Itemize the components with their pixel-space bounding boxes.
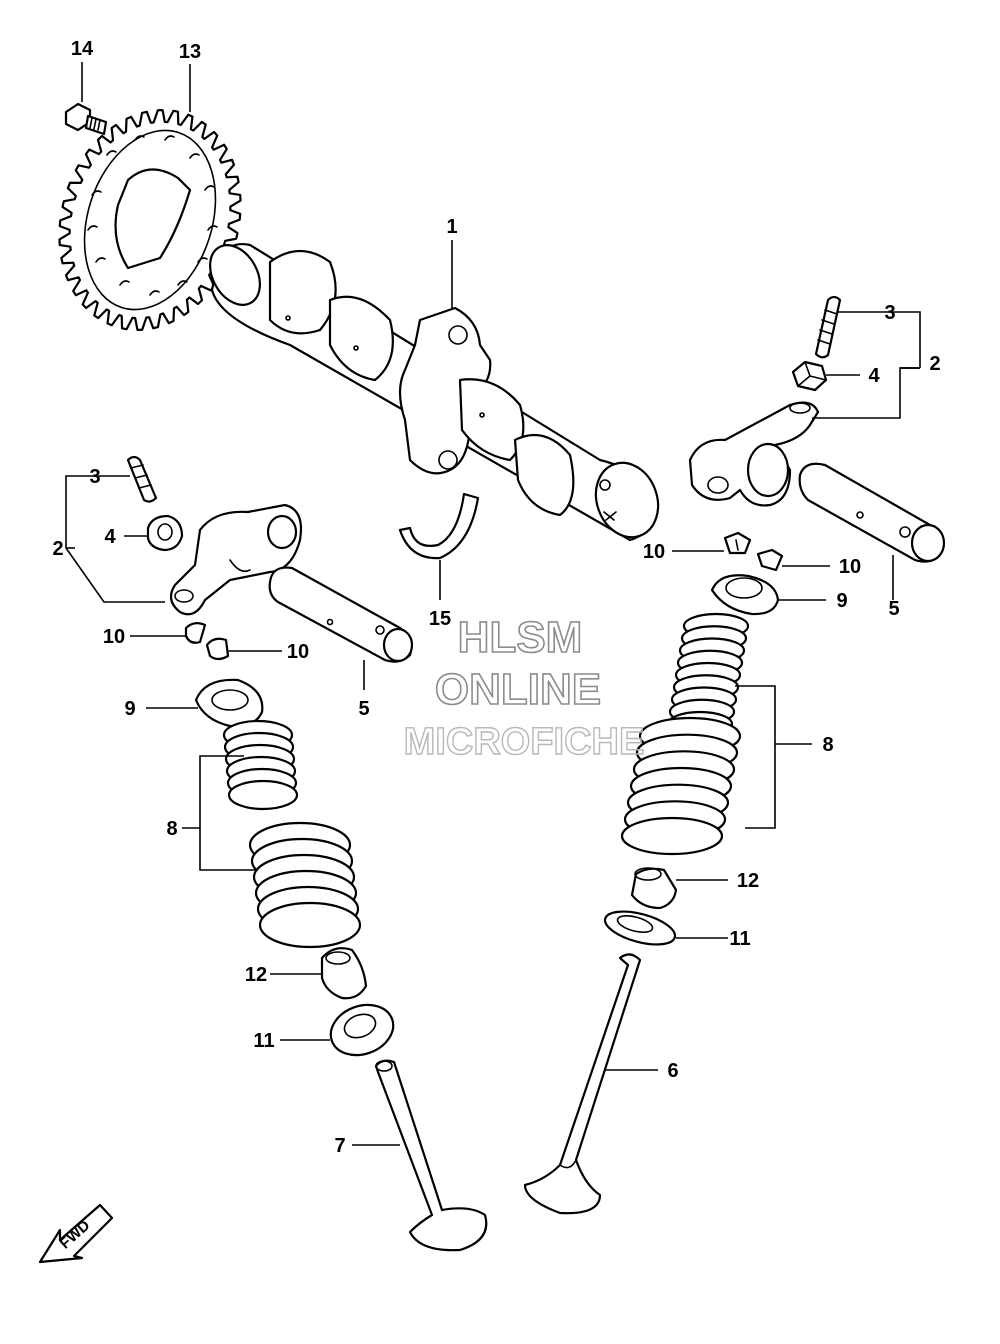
watermark-line-3: MICROFICHE [404, 721, 645, 763]
callout-4-left: 4 [104, 526, 116, 548]
spring-coil [258, 901, 362, 949]
watermark-line-1: HLSM [458, 613, 583, 662]
cam-sprocket[interactable] [58, 108, 242, 332]
watermark-line-2: ONLINE [435, 665, 601, 714]
camshaft-bearing-half[interactable] [398, 492, 480, 560]
callout-1: 1 [446, 216, 457, 238]
callout-11-right: 11 [729, 928, 750, 950]
spring-coil [620, 816, 724, 856]
callout-8-left: 8 [166, 818, 177, 840]
valve-spring-outer-right[interactable] [620, 716, 742, 856]
callout-9-left: 9 [124, 698, 135, 720]
valve-cotter-right-b[interactable] [756, 548, 784, 572]
spring-seat-right[interactable] [602, 905, 679, 951]
sprocket-bolt[interactable] [64, 102, 108, 136]
spring-retainer-right[interactable] [710, 574, 780, 616]
callout-10-left-b: 10 [287, 641, 309, 663]
callout-3-right: 3 [884, 302, 895, 324]
valve-spring-outer-left[interactable] [248, 821, 362, 949]
valve-cotter-right-a[interactable] [723, 531, 752, 555]
rocker-arm-right[interactable] [688, 401, 820, 507]
callout-10-left-a: 10 [103, 626, 125, 648]
callout-12-left: 12 [245, 964, 267, 986]
valve-spring-inner-right[interactable] [666, 612, 750, 738]
callout-2-right: 2 [929, 353, 940, 375]
valve-cotter-left-b[interactable] [205, 637, 230, 661]
adjuster-screw-right[interactable] [814, 295, 842, 359]
camshaft[interactable] [200, 236, 668, 546]
valve-spring-inner-left[interactable] [222, 719, 299, 811]
callout-2-left: 2 [52, 538, 63, 560]
locknut-right[interactable] [791, 360, 828, 392]
callout-8-right: 8 [822, 734, 833, 756]
callout-6: 6 [667, 1060, 678, 1082]
locknut-left[interactable] [146, 514, 184, 552]
valve-cotter-left-a[interactable] [184, 621, 207, 644]
callout-3-left: 3 [89, 466, 100, 488]
callout-11-left: 11 [253, 1030, 274, 1052]
rocker-shaft-left[interactable] [268, 566, 414, 663]
spring-coil [227, 779, 299, 811]
callout-7: 7 [334, 1135, 345, 1157]
adjuster-screw-left[interactable] [126, 455, 158, 503]
stem-seal-left[interactable] [320, 947, 368, 1000]
leader-lines [65, 62, 921, 1146]
callout-9-right: 9 [836, 590, 847, 612]
callout-15: 15 [429, 608, 451, 630]
exhaust-valve[interactable] [523, 953, 642, 1215]
spring-seat-left[interactable] [324, 997, 401, 1064]
fwd-direction-badge: FWD [38, 1203, 114, 1264]
callout-4-right: 4 [868, 365, 880, 387]
callout-13: 13 [179, 41, 201, 63]
spring-retainer-left[interactable] [194, 678, 264, 728]
callout-10-right-a: 10 [643, 541, 665, 563]
callout-5-left: 5 [358, 698, 369, 720]
watermark: HLSM ONLINE MICROFICHE [403, 612, 645, 764]
intake-valve[interactable] [374, 1059, 488, 1252]
rocker-shaft-right[interactable] [798, 462, 946, 563]
callout-12-right: 12 [737, 870, 759, 892]
callout-5-right: 5 [888, 598, 899, 620]
callout-14: 14 [71, 38, 94, 60]
callout-labels: 14 13 1 3 2 4 5 10 10 9 8 12 11 6 3 2 4 … [52, 38, 940, 1157]
callout-10-right-b: 10 [839, 556, 861, 578]
stem-seal-right[interactable] [630, 867, 678, 910]
